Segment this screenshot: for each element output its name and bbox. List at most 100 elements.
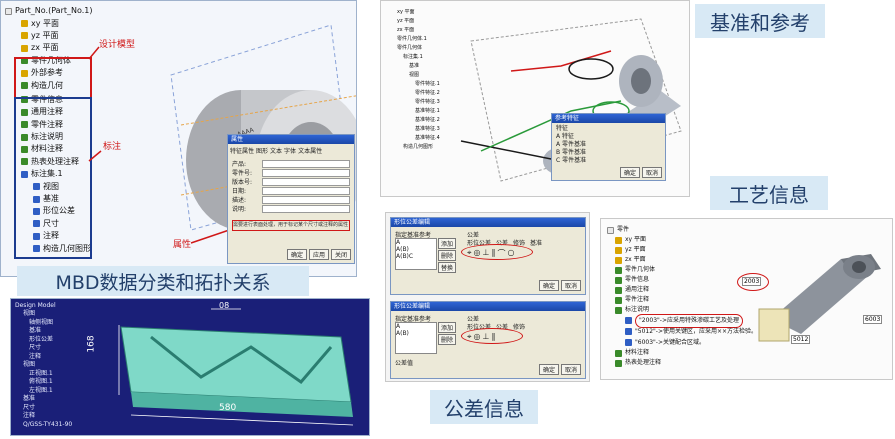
tree-item[interactable]: 零件几何体.1 [397,35,427,42]
add-button[interactable]: 添加 [438,322,457,333]
tree-item-note-2003[interactable]: "2003"->应采用特殊渗碳工艺及处理 [607,313,757,328]
tree-item-dim-note[interactable]: 标注说明 [5,131,105,143]
dialog-tab[interactable]: 文本属性 [298,148,323,155]
dialog-row[interactable]: C 零件基准 [556,157,587,164]
tree-item[interactable]: 基准特征.1 [415,107,440,114]
tree-item[interactable]: zx 平面 [607,255,757,265]
dialog-input[interactable] [262,205,350,213]
tree-item-heat[interactable]: 热表处理注释 [5,156,105,168]
tree-item[interactable]: 形位公差 [29,335,54,343]
tree-item[interactable]: 零件几何体 [397,44,423,51]
tree-item[interactable]: zx 平面 [397,26,415,33]
dialog-input[interactable] [262,196,350,204]
tree-item[interactable]: 基准 [29,327,42,335]
dialog-row[interactable]: B 零件基准 [556,149,587,156]
tree-item[interactable]: 左视图.1 [29,386,53,394]
tree-item[interactable]: 零件特征.3 [415,98,440,105]
tree-item-construction[interactable]: 构造几何 [5,79,105,91]
tree-item[interactable]: 视图 [23,310,36,318]
list-item[interactable]: A(B) [396,246,409,253]
list-item[interactable]: A [396,239,401,246]
ok-button[interactable]: 确定 [538,364,559,375]
tree-item-note-6003[interactable]: "6003"->关键配合区域。 [607,337,757,348]
delete-button[interactable]: 删除 [438,250,457,261]
tree-item-view[interactable]: 视图 [5,180,105,192]
tree-item[interactable]: 视图 [23,361,36,369]
tree-item[interactable]: xy 平面 [397,8,415,15]
tree-item[interactable]: Q/GSS-TY431-90 [23,420,73,428]
tree-item[interactable]: 标注集.1 [403,53,423,60]
dialog-input[interactable] [262,169,350,177]
tree-item[interactable]: 通用注释 [607,285,757,295]
tree-root[interactable]: Part_No.(Part_No.1) [5,5,105,17]
tree-item-datum[interactable]: 基准 [5,193,105,205]
replace-button[interactable]: 替换 [438,262,457,273]
tree-item-part-info[interactable]: 零件信息 [5,94,105,106]
tree-item[interactable]: 注释 [29,352,42,360]
cancel-button[interactable]: 取消 [560,280,581,291]
cancel-button[interactable]: 取消 [641,167,662,178]
dialog-input[interactable] [262,160,350,168]
dialog-input[interactable] [262,187,350,195]
tree-item[interactable]: 零件特征.1 [415,80,440,87]
tree-item-zx[interactable]: zx 平面 [5,42,105,54]
tree-item[interactable]: 标注说明 [607,305,757,315]
tree-item[interactable]: yz 平面 [397,17,415,24]
tree-item-part-note[interactable]: 零件注释 [5,119,105,131]
tree-item-external-ref[interactable]: 外部参考 [5,67,105,79]
tree-item-xy[interactable]: xy 平面 [5,17,105,29]
tree-item-note-5012[interactable]: "5012"->使用关键区，应采用××方法检验。 [607,326,757,337]
tree-item[interactable]: 零件几何体 [607,265,757,275]
tree-item[interactable]: 构造几何图形 [403,143,434,150]
tree-item[interactable]: yz 平面 [607,245,757,255]
tree-item-note[interactable]: 注释 [5,230,105,242]
tree-item[interactable]: 轴侧视图 [29,318,54,326]
tree-item[interactable]: 基准 [409,62,420,69]
dialog-row[interactable]: A 零件基准 [556,141,587,148]
tree-item-construct-geo[interactable]: 构造几何图形 [5,242,105,254]
tree-item[interactable]: 材料注释 [607,348,757,358]
tree-item-gdt[interactable]: 形位公差 [5,205,105,217]
tree-item-yz[interactable]: yz 平面 [5,30,105,42]
dialog-tab[interactable]: 字体 [284,148,297,155]
cancel-button[interactable]: 取消 [560,364,581,375]
apply-button[interactable]: 应用 [308,249,329,260]
tree-item-general-note[interactable]: 通用注释 [5,106,105,118]
tree-item[interactable]: 基准特征.2 [415,116,440,123]
tree-item-dimension[interactable]: 尺寸 [5,218,105,230]
dialog-tab[interactable]: 特征属性 [230,148,255,155]
add-button[interactable]: 添加 [438,238,457,249]
tree-item[interactable]: 零件特征.2 [415,89,440,96]
ok-button[interactable]: 确定 [286,249,307,260]
dialog-tab[interactable]: 文本 [270,148,283,155]
tree-item[interactable]: 基准特征.3 [415,125,440,132]
tree-item-body[interactable]: 零件几何体 [5,55,105,67]
tree-item[interactable]: 俯视图.1 [29,378,53,386]
list-item[interactable]: A(B)C [396,253,414,260]
datum-list[interactable]: A A(B) [395,322,437,354]
tree-item[interactable]: 零件信息 [607,275,757,285]
close-button[interactable]: 关闭 [330,249,351,260]
ok-button[interactable]: 确定 [619,167,640,178]
tree-item[interactable]: 零件 [607,225,757,235]
tree-item[interactable]: xy 平面 [607,235,757,245]
tree-item[interactable]: 基准 [23,395,36,403]
tree-item[interactable]: 零件注释 [607,295,757,305]
tree-item[interactable]: 尺寸 [29,344,42,352]
dialog-input[interactable] [262,178,350,186]
tree-item[interactable]: 热表处理注释 [607,358,757,368]
dialog-row[interactable]: A 特征 [556,133,575,140]
tree-item-annotation-set[interactable]: 标注集.1 [5,168,105,180]
tree-item[interactable]: 基准特征.4 [415,134,440,141]
datum-list[interactable]: A A(B) A(B)C [395,238,437,270]
dialog-tab[interactable]: 图形 [256,148,269,155]
tree-item[interactable]: 视图 [409,71,420,78]
list-item[interactable]: A(B) [396,330,409,337]
delete-button[interactable]: 删除 [438,334,457,345]
tree-item[interactable]: 尺寸 [23,403,36,411]
tree-item[interactable]: 注释 [23,412,36,420]
list-item[interactable]: A [396,323,401,330]
tree-item[interactable]: Design Model [15,301,56,309]
tree-item-material[interactable]: 材料注释 [5,143,105,155]
ok-button[interactable]: 确定 [538,280,559,291]
